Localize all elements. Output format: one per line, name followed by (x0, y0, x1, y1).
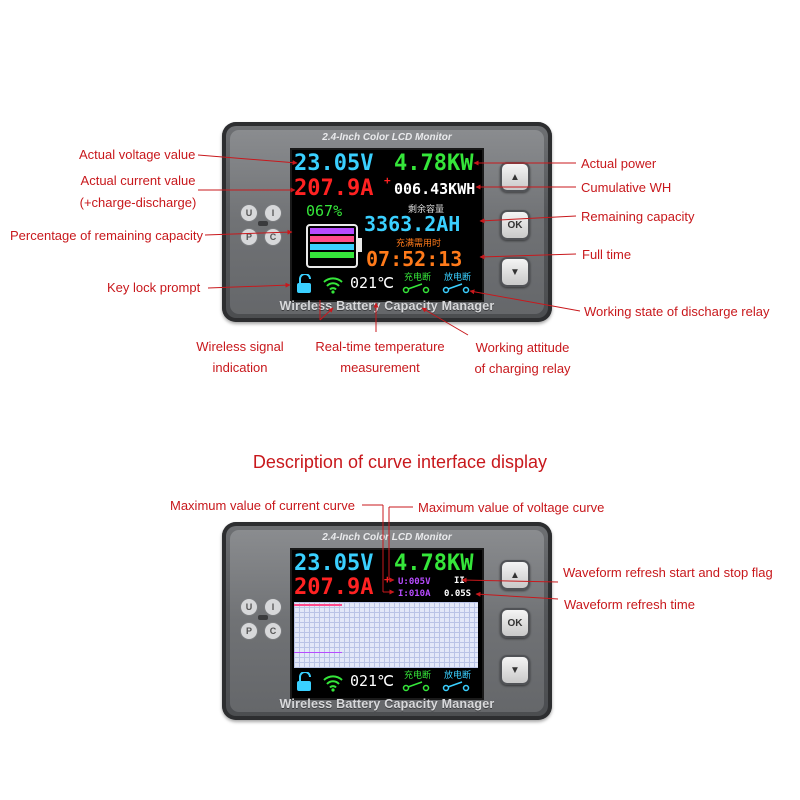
key-i: I (264, 204, 282, 222)
current-sign: + (384, 573, 391, 586)
wireless-signal-icon (323, 675, 343, 692)
label-temperature-line1: Real-time temperature (315, 339, 445, 354)
key-u: U (240, 204, 258, 222)
energy-readout: 006.43KWH (394, 180, 476, 198)
power-readout: 4.78KW (394, 551, 474, 576)
key-p: P (240, 228, 258, 246)
down-button[interactable]: ▼ (500, 257, 530, 287)
label-refresh-time: Waveform refresh time (564, 597, 695, 612)
current-readout: 207.9A (294, 176, 374, 201)
lcd-screen-main: 23.05V 4.78KW 207.9A + 006.43KWH 067% 剩余… (290, 148, 484, 302)
label-max-current: Maximum value of current curve (170, 498, 355, 513)
lock-open-icon (297, 274, 311, 293)
discharge-relay-label: 放电断 (444, 273, 472, 283)
discharge-relay-switch-icon (442, 283, 470, 294)
label-actual-current: Actual current value (+charge-discharge) (58, 172, 218, 212)
temperature-readout: 021℃ (350, 672, 394, 690)
voltage-curve-line (294, 652, 342, 653)
label-temperature: Real-time temperature measurement (305, 338, 455, 377)
key-c: C (264, 622, 282, 640)
up-button[interactable]: ▲ (500, 560, 530, 590)
label-wireless: Wireless signal indication (180, 338, 300, 377)
label-wireless-line1: Wireless signal (196, 339, 284, 354)
label-max-voltage: Maximum value of voltage curve (418, 500, 605, 515)
current-curve-line (294, 604, 342, 606)
battery-terminal (358, 238, 362, 252)
current-readout: 207.9A (294, 575, 374, 600)
time-caption: 充满需用时 (396, 239, 442, 249)
label-wireless-line2: indication (212, 360, 268, 375)
power-readout: 4.78KW (394, 151, 474, 176)
label-actual-power: Actual power (581, 156, 657, 171)
label-discharge-relay: Working state of discharge relay (584, 304, 770, 319)
label-key-lock: Key lock prompt (107, 280, 201, 295)
charge-relay-switch-icon (402, 681, 430, 692)
key-u: U (240, 598, 258, 616)
device-footer: Wireless Battery Capacity Manager (279, 697, 495, 711)
key-i: I (264, 598, 282, 616)
wireless-signal-icon (323, 277, 343, 294)
temperature-readout: 021℃ (350, 274, 394, 292)
percent-readout: 067% (306, 202, 343, 220)
refresh-time: 0.05S (444, 589, 472, 599)
charge-relay-label: 充电断 (404, 671, 432, 681)
ok-button[interactable]: OK (500, 210, 530, 240)
capacity-readout: 3363.2AH (364, 212, 461, 236)
label-refresh-flag: Waveform refresh start and stop flag (563, 565, 773, 580)
waveform-grid (294, 602, 478, 668)
lcd-screen-curve: 23.05V 4.78KW 207.9A + U:005V II I:010A … (290, 548, 484, 700)
discharge-relay-switch-icon (442, 681, 470, 692)
label-temperature-line2: measurement (340, 360, 420, 375)
current-curve-max: I:010A (398, 589, 431, 599)
indicator-led (258, 221, 268, 226)
current-sign: + (384, 174, 391, 187)
label-charging-relay-line2: of charging relay (474, 361, 571, 376)
device-title: 2.4-Inch Color LCD Monitor (322, 132, 452, 143)
label-cumulative-wh: Cumulative WH (581, 180, 672, 195)
full-time-readout: 07:52:13 (366, 247, 463, 271)
ok-button[interactable]: OK (500, 608, 530, 638)
voltage-readout: 23.05V (294, 151, 374, 176)
down-button[interactable]: ▼ (500, 655, 530, 685)
label-actual-voltage: Actual voltage value (79, 147, 196, 162)
refresh-flag: II (454, 576, 465, 586)
charge-relay-label: 充电断 (404, 273, 432, 283)
voltage-curve-max: U:005V (398, 577, 431, 587)
discharge-relay-label: 放电断 (444, 671, 472, 681)
label-percentage: Percentage of remaining capacity (10, 228, 203, 243)
section-heading: Description of curve interface display (252, 452, 548, 472)
label-full-time: Full time (582, 247, 632, 262)
label-remaining-capacity: Remaining capacity (581, 209, 695, 224)
label-charging-relay: Working attitude of charging relay (460, 339, 585, 378)
label-actual-current-line1: Actual current value (80, 173, 196, 188)
battery-monitor-device: 2.4-Inch Color LCD Monitor U I P C 23.05… (222, 122, 552, 322)
remain-caption: 剩余容量 (408, 205, 445, 215)
indicator-led (258, 615, 268, 620)
label-actual-current-line2: (+charge-discharge) (79, 195, 197, 210)
lock-open-icon (297, 672, 311, 691)
voltage-readout: 23.05V (294, 551, 374, 576)
device-title: 2.4-Inch Color LCD Monitor (322, 532, 452, 543)
battery-monitor-device-curve: 2.4-Inch Color LCD Monitor U I P C 23.05… (222, 522, 552, 720)
label-charging-relay-line1: Working attitude (475, 340, 570, 355)
battery-icon (306, 224, 358, 268)
key-p: P (240, 622, 258, 640)
charge-relay-switch-icon (402, 283, 430, 294)
